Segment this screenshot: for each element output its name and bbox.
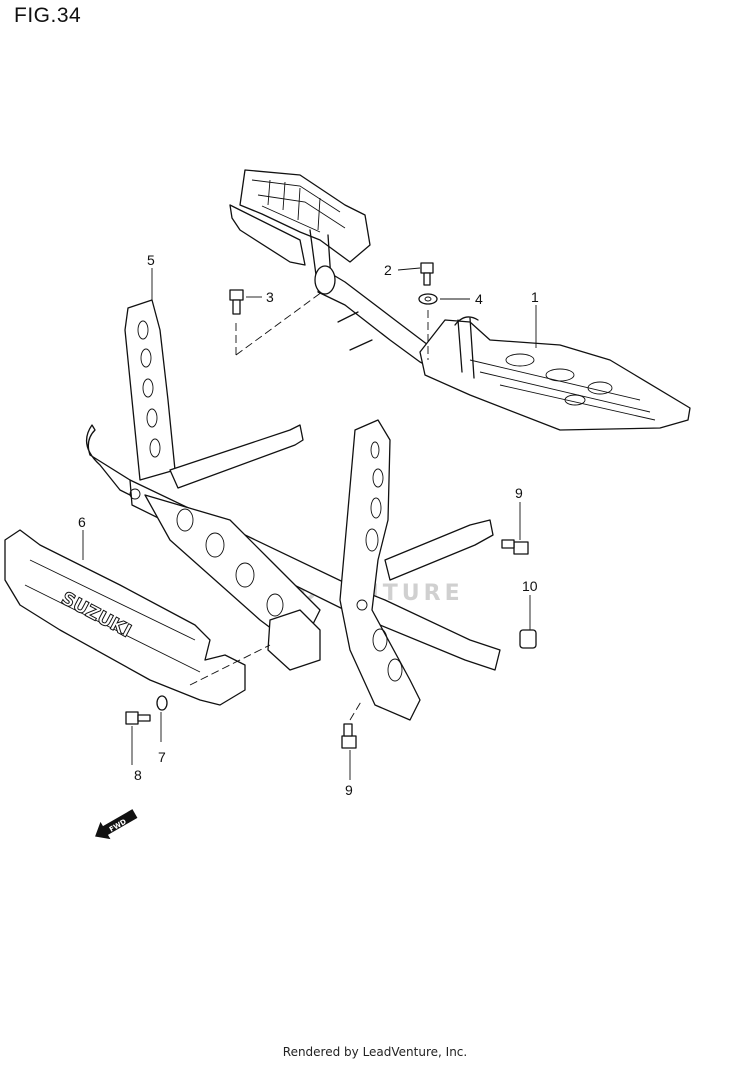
callout-9-right: 9 [515, 485, 523, 501]
callout-7: 7 [158, 749, 166, 765]
forward-arrow-label: FWD [108, 818, 128, 834]
callout-6: 6 [78, 514, 86, 530]
callout-5: 5 [147, 252, 155, 268]
callout-1: 1 [531, 289, 539, 305]
nut-10-part[interactable] [519, 629, 537, 649]
forward-arrow-icon: FWD [95, 809, 138, 840]
callout-4: 4 [475, 291, 483, 307]
figure-title: FIG.34 [14, 4, 82, 27]
callout-8: 8 [134, 767, 142, 783]
callout-3: 3 [266, 289, 274, 305]
callout-2: 2 [384, 262, 392, 278]
bolt-9-lower-part[interactable] [341, 723, 357, 749]
assembly-line-9 [349, 699, 363, 721]
callout-9-lower: 9 [345, 782, 353, 798]
skid-plate-part[interactable]: SUZUKI [4, 529, 246, 706]
callout-10: 10 [522, 578, 538, 594]
bolt-2-part[interactable] [420, 262, 434, 286]
bolt-8-part[interactable] [125, 711, 151, 725]
bolt-3-part[interactable] [229, 289, 244, 315]
footrest-frame-part[interactable] [229, 169, 691, 431]
bolt-9-right-part[interactable] [501, 539, 529, 555]
assembly-line-3 [235, 291, 323, 356]
assembly-line-8 [189, 644, 271, 686]
washer-7-part[interactable] [156, 695, 168, 711]
front-bumper-part[interactable] [85, 299, 501, 721]
footer-credit: Rendered by LeadVenture, Inc. [282, 1045, 468, 1059]
washer-4-part[interactable] [418, 293, 438, 305]
